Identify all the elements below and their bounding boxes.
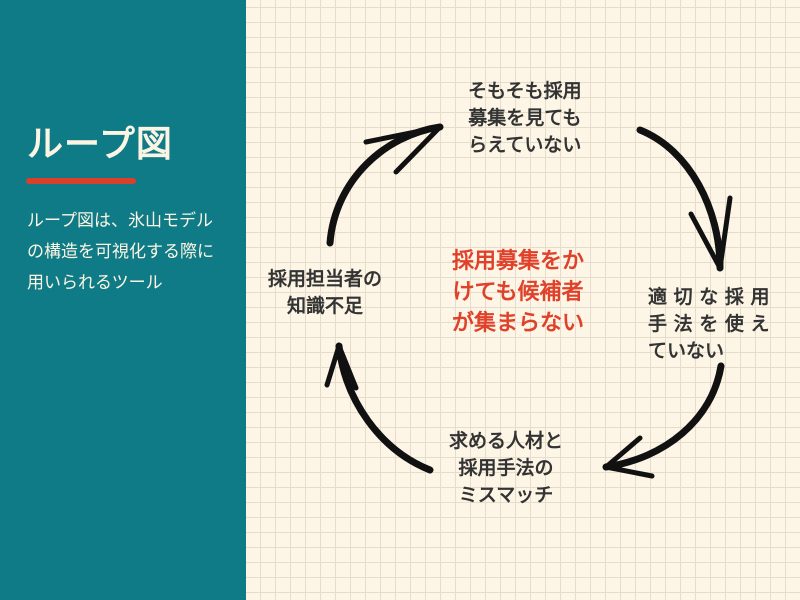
node-mismatch: 求める人材と 採用手法の ミスマッチ	[449, 430, 564, 506]
sidebar-description: ループ図は、氷山モデルの構造を可視化する際に用いられるツール	[27, 211, 214, 293]
sidebar-title: ループ図	[27, 124, 173, 165]
arrow-bottom-left	[324, 342, 434, 474]
center-problem: 採用募集をか けても候補者 が集まらない	[452, 249, 585, 336]
arrow-top-right	[636, 126, 733, 272]
node-not-seen: そもそも採用 募集を見ても らえていない	[468, 80, 582, 156]
arrow-top-left	[326, 123, 444, 247]
loop-diagram-canvas	[246, 0, 800, 600]
sidebar: ループ図 ループ図は、氷山モデルの構造を可視化する際に用いられるツール	[0, 0, 246, 600]
node-wrong-method: 適 切 な 採 用 手 法 を 使 え ていない	[648, 286, 770, 362]
title-underline	[26, 178, 136, 184]
arrow-bottom-right	[602, 362, 725, 479]
node-lack-knowledge: 採用担当者の 知識不足	[268, 268, 383, 317]
